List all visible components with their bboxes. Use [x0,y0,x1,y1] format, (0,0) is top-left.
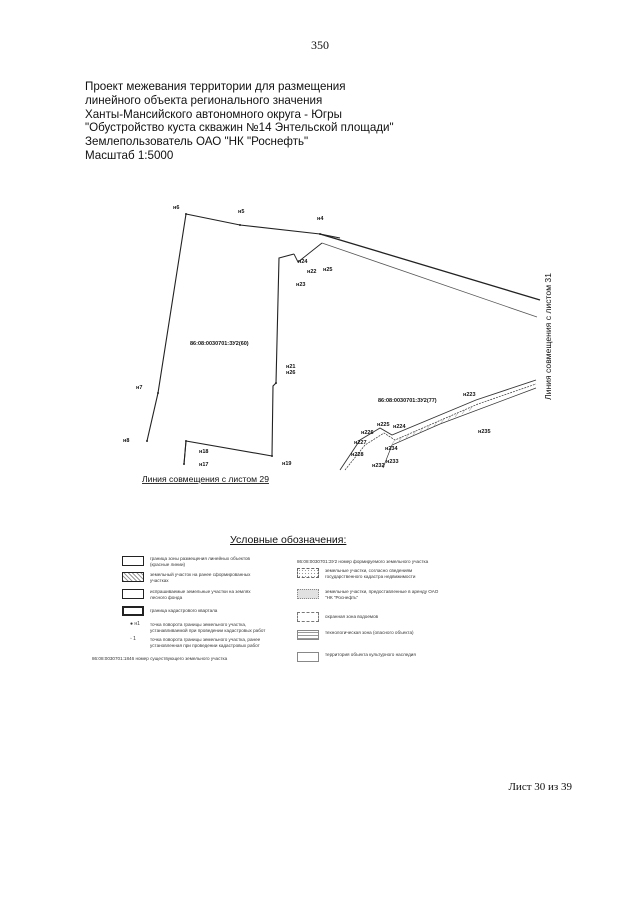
title-line: Проект межевания территории для размещен… [85,80,346,93]
corridor-hatch [391,406,473,445]
title-line: "Обустройство куста скважин №14 Энтельск… [85,121,394,135]
title-line: линейного объекта регионального значения [85,93,323,107]
legend-marker-new-point: ● н1 [130,621,140,627]
legend-existing-parcel: 86:08:0030701:1846 номер существующего з… [92,656,227,662]
match-line-label-left: Линия совмещения с листом 29 [142,474,269,484]
legend-title: Условные обозначения: [230,534,347,546]
parcel-label: 86:08:0030701:ЗУ2(77) [378,398,437,404]
page-number: 350 [311,38,329,52]
point-label: н226 [361,430,374,436]
point-label: н26 [286,370,295,376]
legend-swatch-red-lines [122,556,144,566]
point-label: н19 [282,461,291,467]
point-label: н224 [393,424,406,430]
point-label: н225 [377,422,390,428]
legend-code: 86:08:0030701:1846 [92,656,135,661]
legend-swatch-forest-plots [122,589,144,599]
legend-marker-label: н1 [134,621,140,627]
legend-text: земельные участки, предоставленные в аре… [325,589,439,600]
title-line: Ханты-Мансийского автономного округа - Ю… [85,107,342,121]
point-label: н227 [354,440,367,446]
legend-text: земельный участок на ранее сформированны… [150,572,251,583]
point-label: н5 [238,209,244,215]
legend-swatch-heritage [297,652,319,662]
parcel-labels: 86:08:0030701:ЗУ2(60) 86:08:0030701:ЗУ2(… [190,341,437,404]
legend-code-text: номер формируемого земельного участка [338,559,429,564]
legend-swatch-gkn-plots [297,568,319,578]
point-label: н228 [351,452,364,458]
legend-swatch-water-zone [297,612,319,622]
point-label: н233 [386,459,399,465]
legend-marker-label: 1 [133,636,136,642]
point-label: н21 [286,364,295,370]
point-label: н25 [323,267,332,273]
point-labels: н6 н5 н4 н24 н22 н25 н23 н21 н26 н7 н8 н… [123,205,491,469]
legend-swatch-quarter-boundary [122,606,144,616]
legend-text: территория объекта культурного наследия [325,652,416,657]
legend-text: испрашиваемые земельные участки на земля… [150,589,251,600]
title-line: Землепользователь ОАО "НК "Роснефть" [85,135,309,149]
match-line-label-right: Линия совмещения с листом 31 [543,273,553,400]
legend-code: 86:08:0030701:ЗУ2 [297,559,338,564]
plot-boundary-left [146,213,541,465]
point-label: н22 [307,269,316,275]
point-label: н223 [463,392,476,398]
point-label: н24 [298,259,308,265]
point-label: н4 [317,216,324,222]
legend-marker-existing-point: ◦ 1 [130,636,136,642]
point-markers [146,213,321,465]
point-label: н234 [385,446,398,452]
legend-text: граница зоны размещения линейных объекто… [150,556,250,567]
legend-text: технологическая зона (опасного объекта) [325,630,414,635]
point-label: н23 [296,282,305,288]
point-label: н6 [173,205,179,211]
legend-swatch-tech-zone [297,630,319,640]
legend-text: земельные участки, согласно сведениям го… [325,568,416,579]
point-label: н18 [199,449,208,455]
legend-text: граница кадастрового квартала [150,608,218,613]
point-label: н17 [199,462,208,468]
legend-code-text: номер существующего земельного участка [135,656,228,661]
scale-line: Масштаб 1:5000 [85,148,174,162]
sheet-label: Лист 30 из 39 [508,781,572,793]
point-label: н8 [123,438,129,444]
corridor-strip-lower [339,379,537,471]
legend-swatch-existing-plots [122,572,144,582]
legend-text: точка поворота границы земельного участк… [150,622,266,633]
legend-new-parcel: 86:08:0030701:ЗУ2 номер формируемого зем… [297,559,428,565]
document-title: Проект межевания территории для размещен… [85,80,505,163]
legend-text: охранная зона водоемов [325,614,379,619]
parcel-label: 86:08:0030701:ЗУ2(60) [190,341,249,347]
legend-swatch-leased-plots [297,589,319,599]
point-label: н232 [372,463,385,469]
legend-text: точка поворота границы земельного участк… [150,637,261,648]
point-label: н7 [136,385,142,391]
point-label: н235 [478,429,491,435]
